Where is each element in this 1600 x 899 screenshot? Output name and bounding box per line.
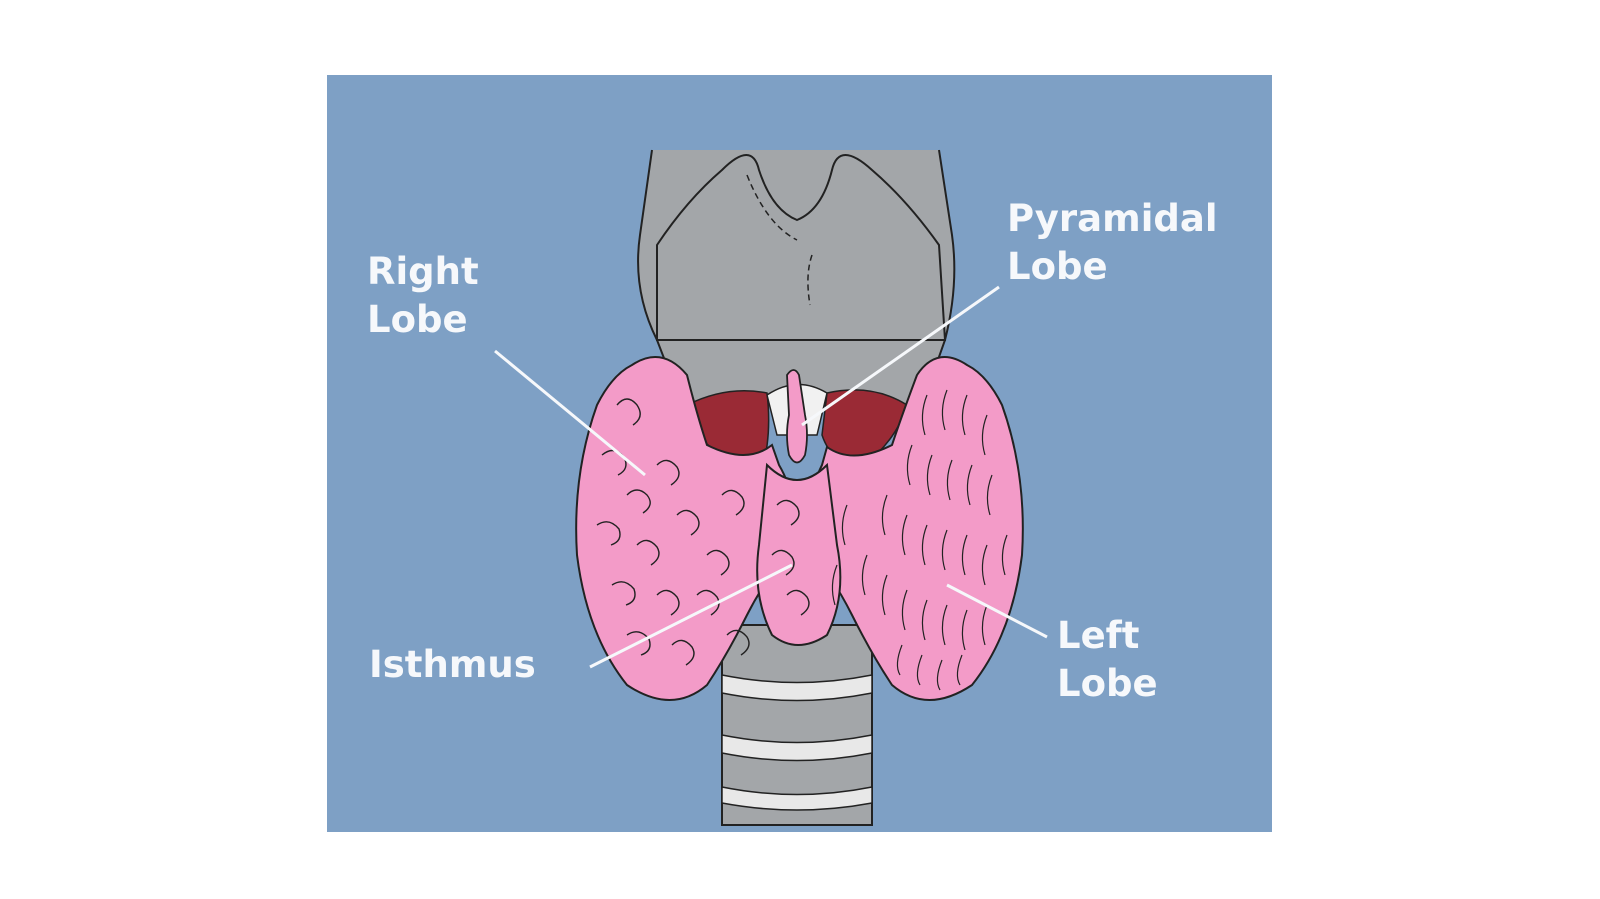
leader-right-lobe (494, 349, 646, 477)
label-pyramidal-lobe: Pyramidal Lobe (1007, 195, 1218, 291)
label-right-lobe-line2: Lobe (367, 298, 468, 341)
label-pyramidal-lobe-line1: Pyramidal (1007, 197, 1218, 240)
thyroid-cartilage (637, 149, 956, 406)
label-isthmus: Isthmus (369, 641, 536, 689)
label-pyramidal-lobe-line2: Lobe (1007, 245, 1108, 288)
thyroid-illustration (494, 149, 1048, 826)
label-left-lobe-line2: Lobe (1057, 662, 1158, 705)
trachea (721, 624, 873, 826)
label-left-lobe: Left Lobe (1057, 612, 1158, 708)
label-isthmus-text: Isthmus (369, 643, 536, 686)
leader-isthmus (589, 563, 793, 669)
thyroid-diagram: Right Lobe Pyramidal Lobe Isthmus Left L… (327, 75, 1272, 832)
label-left-lobe-line1: Left (1057, 614, 1140, 657)
leader-pyramidal-lobe (801, 285, 1000, 427)
thyroid-gland (575, 356, 1024, 701)
cricothyroid-muscle (686, 383, 908, 471)
leader-lines (494, 285, 1048, 669)
leader-left-lobe (946, 583, 1048, 639)
label-right-lobe: Right Lobe (367, 248, 479, 344)
label-right-lobe-line1: Right (367, 250, 479, 293)
